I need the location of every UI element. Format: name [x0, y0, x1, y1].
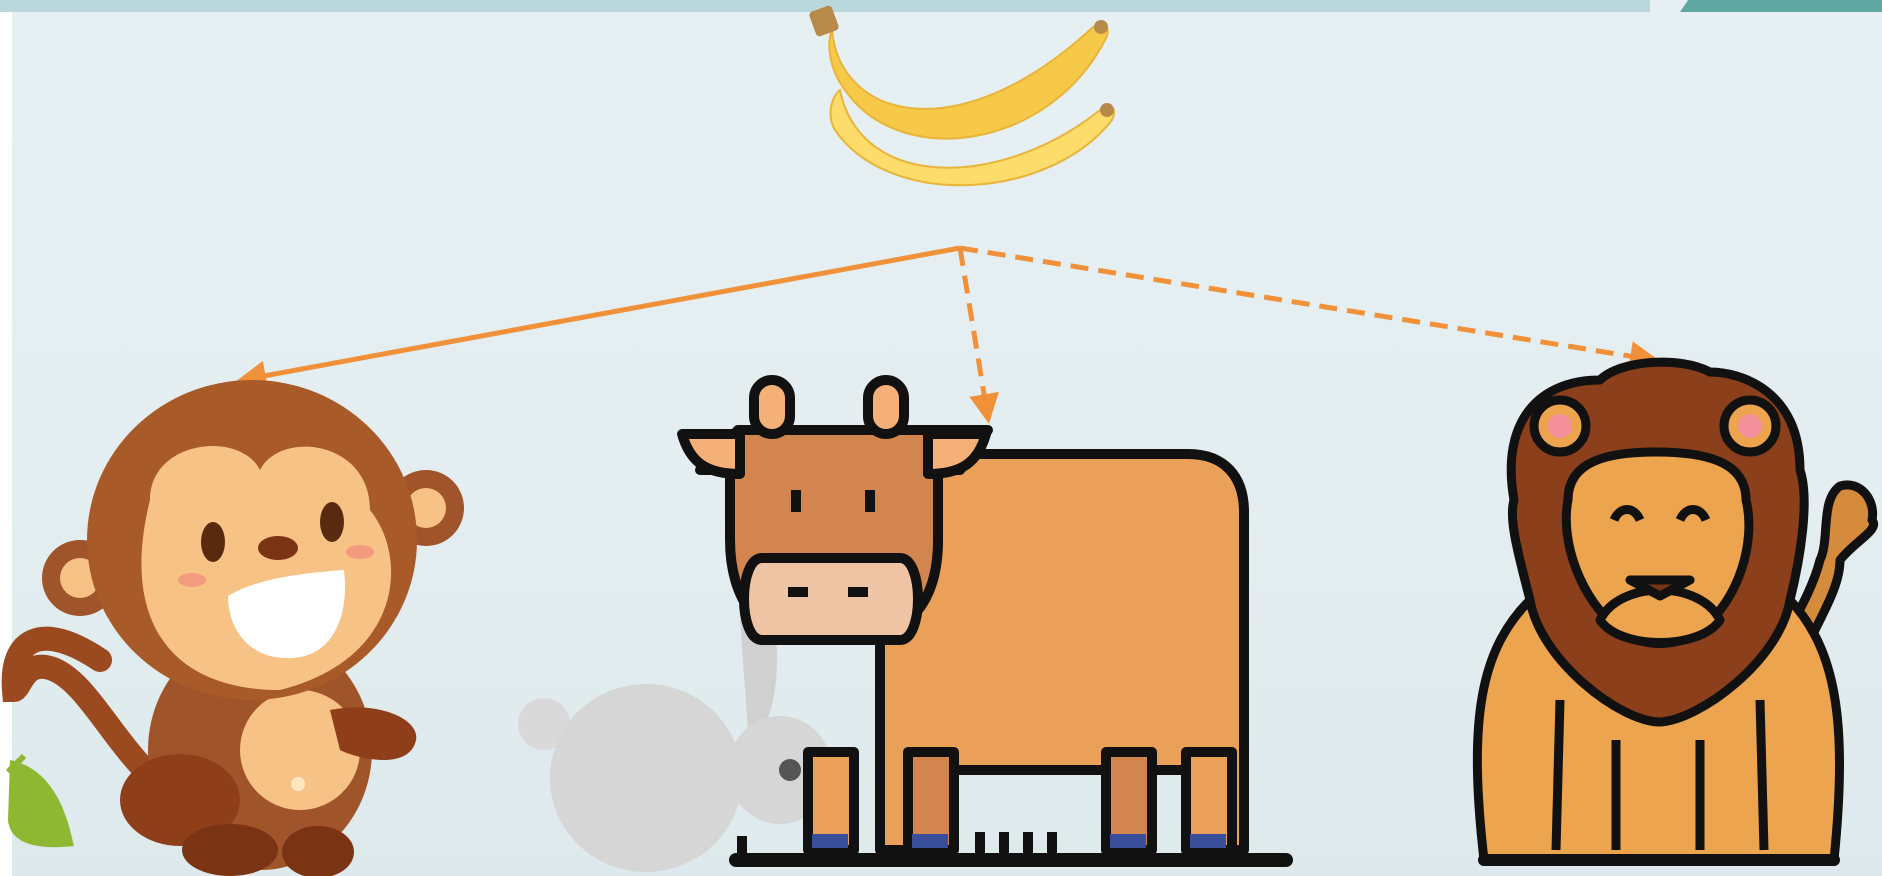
leaf-icon — [8, 756, 74, 847]
arrows — [242, 248, 1654, 418]
arrow-to-monkey — [242, 248, 960, 380]
arrow-to-cow — [960, 248, 988, 418]
rabbit-icon — [518, 611, 832, 872]
arrow-to-lion — [960, 248, 1654, 360]
lion-icon — [1477, 362, 1873, 860]
monkey-icon — [14, 380, 464, 876]
banana-icon — [808, 5, 1114, 186]
